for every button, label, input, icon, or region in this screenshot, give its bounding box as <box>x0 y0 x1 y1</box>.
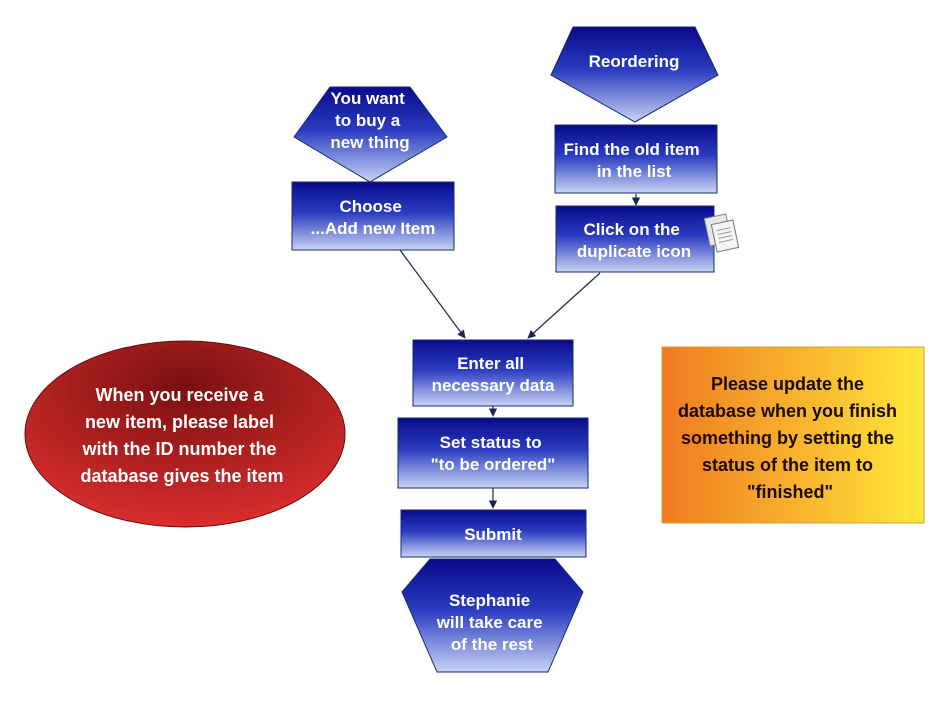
enter-data-label: Enter all necessary data <box>432 354 555 395</box>
choose-add-new-item-box: Choose ...Add new Item <box>291 181 455 251</box>
start-new-item-label: You want to buy a new thing <box>330 89 409 152</box>
find-old-item-label: Find the old item in the list <box>564 140 705 181</box>
connector-choose-to-enter <box>399 249 466 339</box>
update-database-note: Please update the database when you fini… <box>661 346 925 524</box>
start-reorder-node: Reordering <box>550 26 719 123</box>
click-duplicate-box: Click on the duplicate icon <box>555 205 715 273</box>
enter-data-box: Enter all necessary data <box>412 339 574 407</box>
end-node: Stephanie will take care of the rest <box>401 558 584 673</box>
set-status-label: Set status to "to be ordered" <box>431 433 556 474</box>
start-reorder-label: Reordering <box>589 52 680 71</box>
duplicate-icon <box>703 213 740 253</box>
submit-box: Submit <box>400 509 587 558</box>
label-reminder-text: When you receive a new item, please labe… <box>80 385 283 486</box>
connector-click-to-enter <box>527 272 601 339</box>
set-status-box: Set status to "to be ordered" <box>397 417 589 489</box>
connectors <box>399 194 641 509</box>
choose-add-new-item-label: Choose ...Add new Item <box>311 197 436 238</box>
label-reminder-oval: When you receive a new item, please labe… <box>24 340 346 528</box>
update-database-text: Please update the database when you fini… <box>678 374 902 502</box>
start-new-item-node: You want to buy a new thing <box>293 86 448 183</box>
submit-label: Submit <box>464 525 522 544</box>
click-duplicate-label: Click on the duplicate icon <box>577 220 691 261</box>
find-old-item-box: Find the old item in the list <box>554 124 718 194</box>
end-node-label: Stephanie will take care of the rest <box>436 591 548 654</box>
